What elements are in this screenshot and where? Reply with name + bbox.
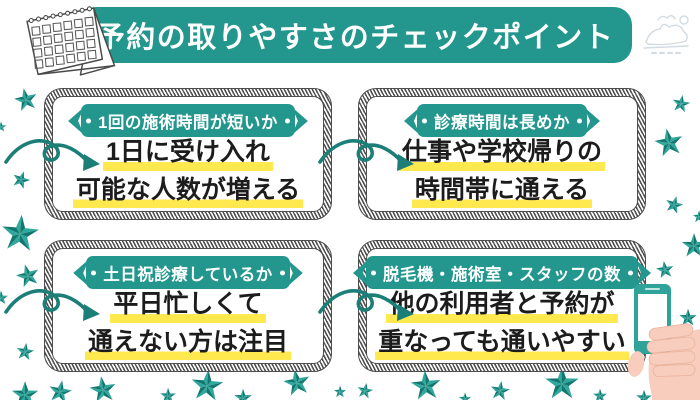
star-icon (636, 389, 652, 400)
star-icon (666, 196, 684, 214)
highlighted-line: 平日忙しくて (110, 289, 266, 323)
star-icon (458, 392, 472, 400)
hand-holding-phone-icon (627, 284, 700, 400)
card-body: 他の利用者と予約が 重なっても通いやすい (375, 289, 629, 363)
star-icon (49, 380, 72, 400)
star-icon (16, 342, 35, 361)
loop-arrow-icon (318, 289, 414, 323)
highlighted-line: 通えない方は注目 (84, 326, 291, 360)
ribbon-dot-icon (577, 118, 582, 123)
star-icon (681, 233, 700, 257)
highlighted-line: 1日に受け入れ (103, 137, 273, 171)
ribbon-dot-icon (284, 118, 290, 123)
page-title: 予約の取りやすさのチェックポイント (95, 22, 615, 54)
card-label: 診療時間は長めか (434, 113, 570, 132)
star-icon (2, 214, 39, 251)
header-banner: 予約の取りやすさのチェックポイント (78, 7, 632, 63)
loop-arrow-icon (4, 289, 100, 323)
ribbon-dot-icon (91, 270, 97, 275)
card-ribbon: 土日祝診療しているか (86, 256, 290, 289)
card-clinic-hours: 診療時間は長めか 仕事や学校帰りの 時間帯に通える (358, 88, 646, 220)
card-body: 平日忙しくて 通えない方は注目 (84, 289, 291, 363)
star-icon (357, 382, 374, 399)
desk-calendar-icon (26, 6, 116, 76)
loop-arrow-icon (4, 139, 100, 173)
card-inner: 脱毛機・施術室・スタッフの数 他の利用者と予約が 重なっても通いやすい (366, 248, 638, 364)
ribbon-dot-icon (371, 270, 376, 275)
card-ribbon: 診療時間は長めか (417, 104, 587, 137)
card-label: 土日祝診療しているか (103, 265, 273, 284)
highlighted-line: 重なっても通いやすい (375, 326, 629, 360)
card-body: 1日に受け入れ 可能な人数が増える (72, 137, 304, 211)
ribbon-dot-icon (628, 270, 633, 275)
highlighted-line: 可能な人数が増える (72, 174, 304, 208)
card-label: 1回の施術時間が短いか (98, 113, 278, 132)
highlighted-line: 他の利用者と予約が (386, 289, 618, 323)
star-icon (655, 260, 674, 279)
card-inner: 診療時間は長めか 仕事や学校帰りの 時間帯に通える (366, 96, 638, 212)
highlighted-line: 仕事や学校帰りの (398, 137, 605, 171)
ribbon-dot-icon (422, 118, 427, 123)
star-icon (333, 385, 347, 398)
card-ribbon: 脱毛機・施術室・スタッフの数 (366, 256, 638, 289)
star-icon (16, 264, 39, 288)
star-icon (592, 388, 608, 400)
star-icon (654, 128, 683, 157)
card-treatment-time: 1回の施術時間が短いか 1日に受け入れ 可能な人数が増える (44, 88, 332, 220)
star-icon (410, 370, 441, 400)
star-icon (0, 290, 9, 304)
card-weekend-holiday: 土日祝診療しているか 平日忙しくて 通えない方は注目 (44, 240, 332, 372)
star-icon (672, 94, 691, 113)
star-icon (191, 369, 224, 400)
loop-arrow-icon (318, 139, 414, 173)
card-ribbon: 1回の施術時間が短いか (81, 104, 295, 137)
card-inner: 1回の施術時間が短いか 1日に受け入れ 可能な人数が増える (52, 96, 324, 212)
star-icon (14, 88, 37, 111)
ribbon-dot-icon (86, 118, 92, 123)
star-icon (13, 171, 31, 189)
star-icon (234, 388, 252, 400)
star-icon (679, 308, 697, 326)
card-body: 仕事や学校帰りの 時間帯に通える (398, 137, 605, 211)
card-label: 脱毛機・施術室・スタッフの数 (383, 265, 621, 284)
star-icon (692, 210, 700, 223)
star-icon (11, 381, 39, 400)
star-icon (490, 380, 511, 400)
star-icon (283, 369, 310, 396)
highlighted-line: 時間帯に通える (411, 174, 593, 208)
ribbon-dot-icon (279, 270, 285, 275)
mascot-logo-icon (643, 15, 689, 54)
star-icon (0, 121, 7, 132)
star-icon (89, 376, 116, 400)
star-icon (160, 387, 176, 400)
card-inner: 土日祝診療しているか 平日忙しくて 通えない方は注目 (52, 248, 324, 364)
